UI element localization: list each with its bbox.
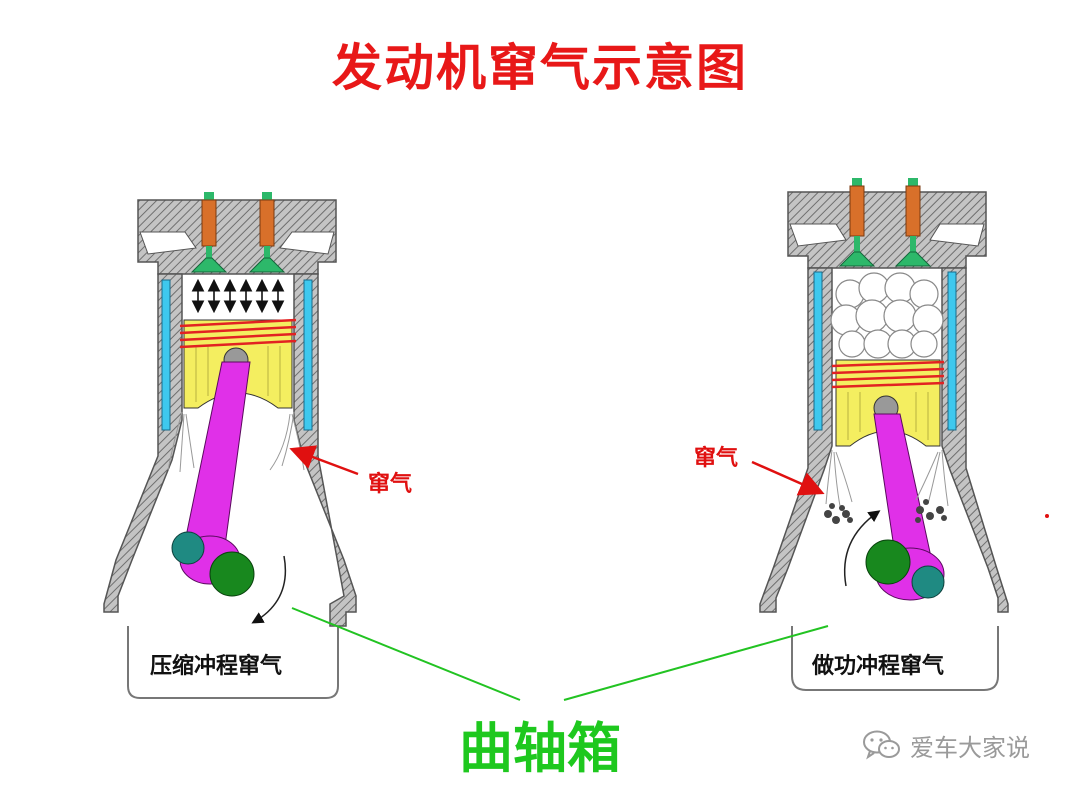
left-valve-intake [190, 192, 228, 273]
right-cylinder-wall-right [941, 267, 1009, 613]
left-stroke-label: 压缩冲程窜气 [150, 654, 283, 679]
right-combustion-cloud [830, 272, 944, 359]
watermark: 爱车大家说 [862, 728, 1030, 762]
right-coolant-jacket-right [947, 271, 957, 431]
left-blowby-gas [167, 411, 305, 473]
watermark-text: 爱车大家说 [910, 733, 1030, 762]
right-piston-rings [831, 360, 945, 389]
left-cylinder-wall-right [293, 273, 357, 627]
right-valve-intake [838, 178, 876, 267]
left-engine [103, 192, 359, 699]
right-blowby-gas [825, 449, 949, 507]
crankcase-pointer-right [563, 625, 829, 701]
left-piston-rings [179, 318, 297, 349]
wechat-icon [863, 730, 900, 760]
left-blowby-label: 窜气 [368, 472, 413, 497]
right-crank-pin [911, 565, 945, 599]
right-blowby-pointer-arrow [751, 460, 825, 496]
left-crank-main [209, 551, 255, 597]
page-title: 发动机窜气示意图 [332, 39, 748, 97]
crankcase-label: 曲轴箱 [459, 717, 621, 780]
left-compression-arrows [191, 278, 285, 314]
left-blowby-pointer-arrow [289, 445, 359, 476]
right-coolant-jacket-left [813, 271, 823, 431]
right-crank-main [865, 539, 911, 585]
left-crank-pin [171, 531, 205, 565]
left-coolant-jacket-left [161, 279, 171, 431]
left-coolant-jacket-right [303, 279, 313, 431]
right-valve-exhaust [894, 178, 932, 267]
right-engine [751, 178, 1009, 691]
right-blowby-particles [824, 499, 947, 524]
left-oil-pan [127, 626, 339, 699]
stray-dot [1045, 514, 1049, 518]
crankcase-pointer-left [291, 607, 521, 701]
right-blowby-label: 窜气 [694, 446, 739, 471]
right-oil-pan [791, 626, 999, 691]
left-rotation-arrow [251, 555, 287, 624]
left-valve-exhaust [248, 192, 286, 273]
right-stroke-label: 做功冲程窜气 [812, 654, 945, 679]
right-rotation-arrow [843, 510, 881, 587]
